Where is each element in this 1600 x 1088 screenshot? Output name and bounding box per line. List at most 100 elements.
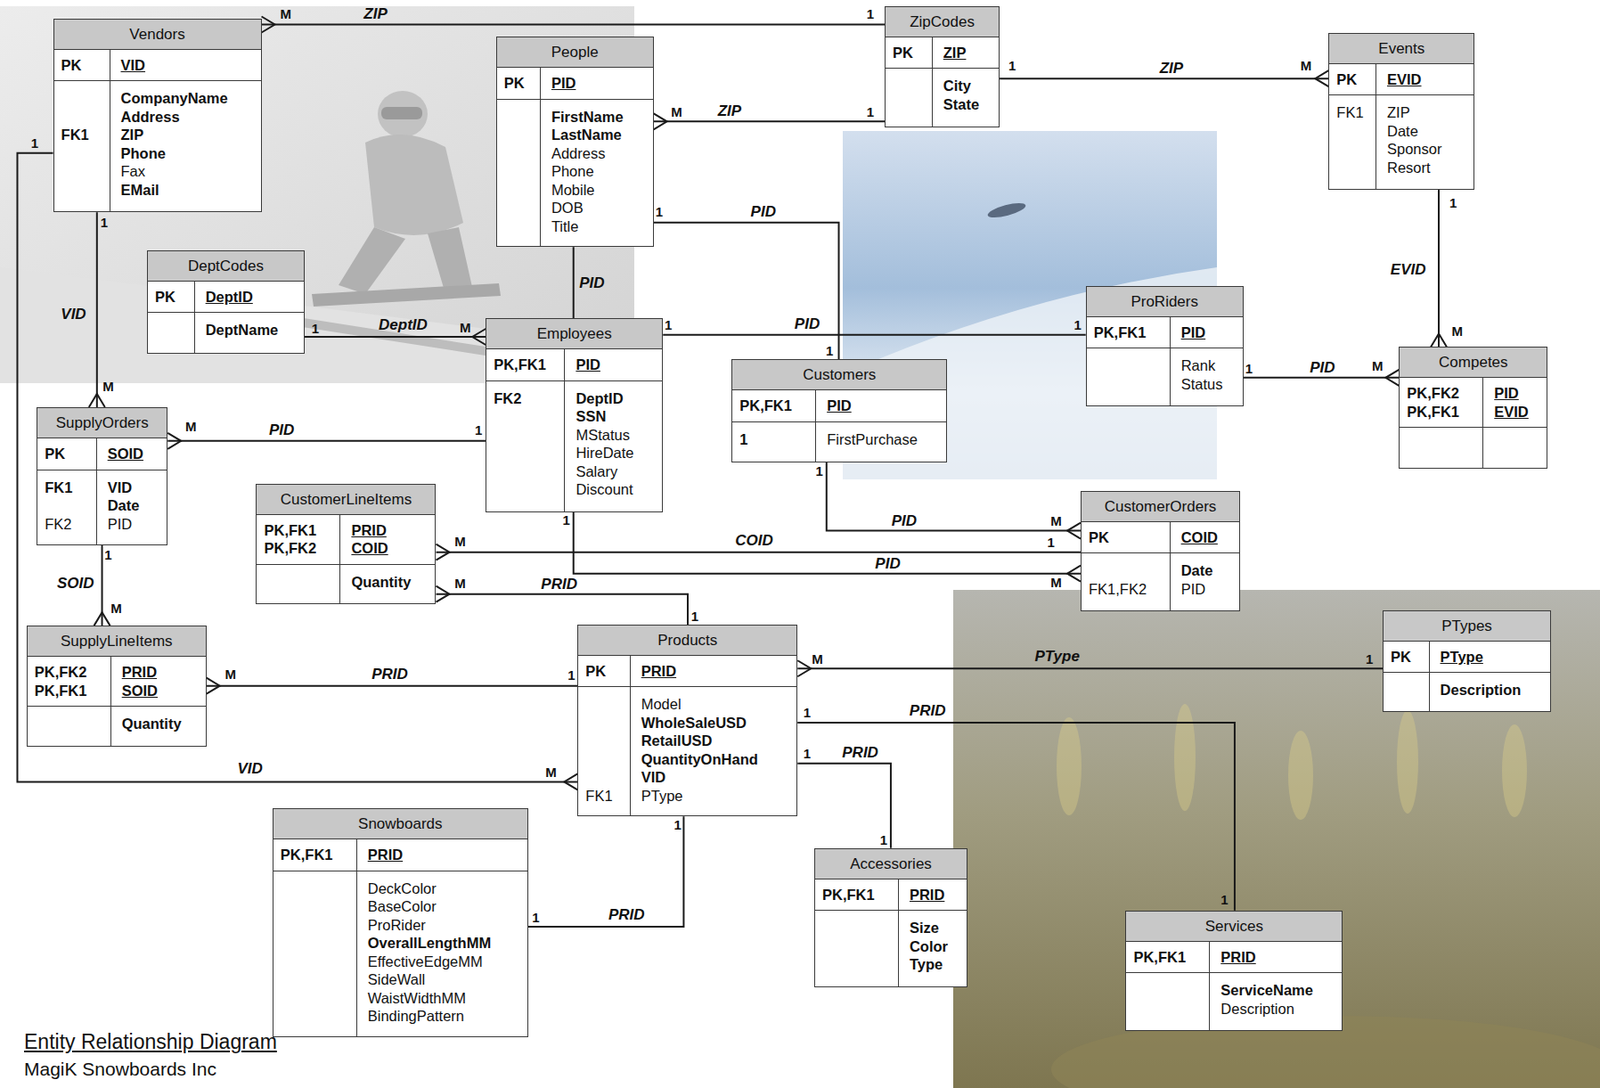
field-name: Title [551, 218, 580, 235]
key-column: FK1 [54, 81, 111, 212]
key-column: PK [885, 37, 933, 69]
table-line: PK [585, 661, 626, 681]
crows-foot [94, 612, 111, 626]
connector-path [96, 212, 98, 408]
table-line: EVID [1493, 402, 1538, 422]
photo-rider [986, 200, 1028, 221]
table-section: PKEVID [1329, 64, 1474, 97]
relationship-key: PRID [608, 906, 645, 923]
crows-foot [1430, 333, 1447, 347]
crows-foot [1067, 522, 1081, 539]
field-name: DeptID [205, 288, 254, 305]
table-line: ProRider [367, 915, 519, 935]
field-name: DeptName [205, 321, 279, 338]
table-line: PID [551, 73, 645, 93]
table-header: DeptCodes [147, 251, 304, 282]
field-column: PRID [630, 655, 798, 687]
table-line: Discount [575, 480, 654, 499]
crows-foot [1385, 369, 1399, 386]
entity-table: DeptCodesPK DeptID DeptName [146, 250, 305, 355]
field-column: PID [1170, 317, 1243, 349]
table-header: SupplyOrders [37, 408, 167, 439]
table-section: DeptName [147, 312, 304, 353]
table-header: CustomerLineItems [256, 484, 435, 515]
table-line: CompanyName [121, 89, 253, 108]
table-line: QuantityOnHand [641, 750, 789, 769]
table-name: Vendors [129, 25, 185, 43]
field-name: EVID [1493, 403, 1529, 420]
table-line: FK1 [44, 478, 92, 498]
relationship-key: PRID [841, 744, 879, 760]
field-name: DeptID [575, 390, 623, 407]
table-line: Date [1387, 122, 1465, 141]
field-name: Salary [575, 463, 618, 480]
table-line: PID [1493, 383, 1538, 403]
table-line: SideWall [367, 970, 519, 989]
table-line: EffectiveEdgeMM [367, 952, 519, 972]
table-line: City [943, 76, 990, 96]
crows-foot [1314, 70, 1329, 87]
table-line [61, 180, 107, 200]
field-column: DeptIDSSNMStatusHireDateSalaryDiscount [564, 381, 662, 512]
key-label: FK1 [1336, 104, 1364, 121]
field-name: PRID [1220, 948, 1256, 965]
table-line [504, 180, 537, 200]
table-line: Phone [121, 144, 253, 164]
table-section: Quantity [256, 564, 435, 604]
field-name: ZIP [943, 44, 967, 61]
cardinality: M [1451, 324, 1463, 338]
key-column: PK,FK2PK,FK1 [27, 656, 112, 706]
table-line: SOID [122, 681, 197, 701]
field-name: ProRider [367, 916, 426, 933]
key-label: PK [892, 44, 914, 61]
key-label: FK1 [44, 479, 73, 496]
connector-path [167, 440, 486, 442]
table-line [585, 713, 626, 733]
table-header: Competes [1399, 347, 1547, 378]
cardinality: M [279, 6, 292, 20]
key-label: PK,FK1 [34, 682, 88, 699]
table-line: FirstPurchase [826, 430, 938, 449]
connector-path [528, 816, 685, 927]
table-line: DeptID [575, 389, 654, 409]
table-line: PK [155, 287, 191, 307]
table-name: CustomerOrders [1104, 497, 1217, 515]
cardinality: 1 [474, 423, 482, 437]
table-line [280, 1006, 353, 1026]
photo-goggles [381, 106, 423, 120]
relationship-key: DeptID [378, 317, 428, 333]
table-line: PRID [351, 521, 426, 540]
key-label: PK [44, 445, 66, 462]
field-name: ZIP [121, 126, 145, 143]
table-line [280, 970, 353, 989]
relationship-line [797, 763, 891, 849]
cardinality: 1 [1047, 535, 1055, 549]
cardinality: 1 [1365, 651, 1373, 665]
relationship-key: PID [1309, 359, 1335, 376]
table-name: Events [1378, 40, 1425, 58]
table-line: Status [1181, 375, 1234, 394]
field-column: ModelWholeSaleUSDRetailUSDQuantityOnHand… [630, 686, 798, 816]
table-line: PK,FK2 [1406, 383, 1479, 403]
table-line [61, 162, 107, 181]
field-name: CompanyName [121, 89, 229, 107]
table-line: EVID [1387, 70, 1465, 90]
field-name: PID [107, 515, 133, 532]
field-name: VID [107, 479, 133, 496]
key-label: PK [61, 57, 82, 74]
table-line [504, 217, 537, 237]
table-line: MStatus [575, 425, 654, 445]
field-column: ZIP [932, 37, 999, 69]
table-line [1390, 680, 1426, 700]
connector-path [573, 512, 1081, 574]
table-section: PK,FK2PK,FK1PIDEVID [1399, 377, 1547, 428]
field-name: EVID [1387, 71, 1422, 88]
table-section: CityState [885, 68, 999, 127]
table-line [585, 731, 626, 751]
table-line: FK2 [493, 389, 561, 409]
cardinality: 1 [691, 608, 699, 622]
table-line: BaseColor [367, 897, 519, 916]
key-column [815, 910, 899, 986]
table-line: State [943, 95, 990, 115]
table-name: Services [1205, 917, 1264, 935]
